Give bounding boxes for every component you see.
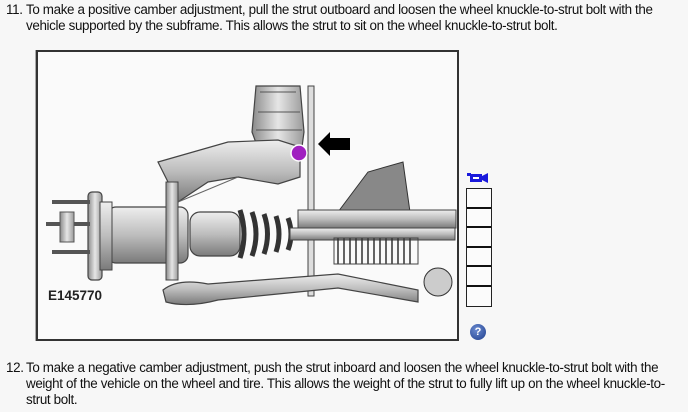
step-text: To make a negative camber adjustment, pu… [26, 360, 665, 407]
slot[interactable] [467, 287, 491, 307]
suspension-illustration [46, 85, 457, 306]
lower-control-arm [162, 273, 419, 306]
wheel-hub [46, 181, 189, 281]
wheel-knuckle [157, 139, 301, 203]
step-number: 11. [6, 2, 23, 17]
step-text: To make a positive camber adjustment, pu… [26, 2, 653, 33]
step-12: 12. To make a negative camber adjustment… [6, 360, 686, 408]
slot[interactable] [467, 248, 491, 267]
step-number: 12. [6, 360, 24, 375]
slot[interactable] [467, 267, 491, 287]
suspension-figure: E145770 [36, 50, 459, 341]
slot[interactable] [467, 209, 491, 228]
steering-rack [297, 161, 457, 297]
figure-label: E145770 [48, 288, 103, 303]
strut [251, 85, 315, 297]
video-camera-icon[interactable] [467, 172, 489, 184]
knuckle-to-strut-bolt-highlight [290, 144, 308, 162]
halfshaft [189, 209, 456, 259]
step-11: 11. To make a positive camber adjustment… [6, 2, 686, 34]
callout-arrow [318, 132, 350, 156]
slot[interactable] [467, 228, 491, 248]
help-icon[interactable]: ? [470, 324, 486, 340]
slot[interactable] [467, 189, 491, 209]
slot-stack [466, 188, 492, 307]
